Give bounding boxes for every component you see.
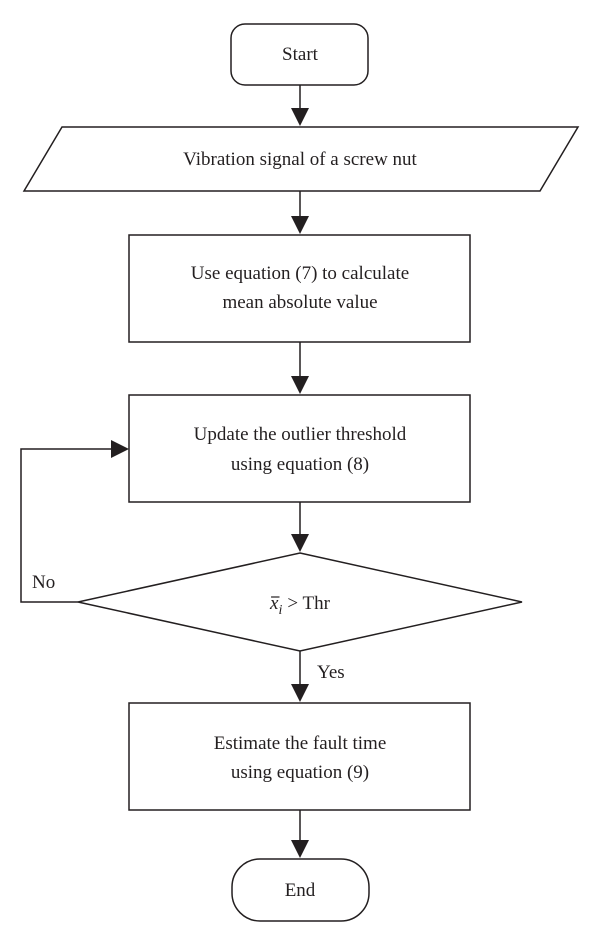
update-threshold-node: Update the outlier threshold using equat… [128, 394, 471, 503]
yes-label: Yes [317, 662, 345, 683]
step2-line1: Update the outlier threshold [194, 424, 407, 445]
input-label: Vibration signal of a screw nut [183, 149, 417, 170]
step1-line1: Use equation (7) to calculate [191, 263, 409, 284]
estimate-fault-time-node: Estimate the fault time using equation (… [128, 702, 471, 811]
arrow-step2-to-decision [291, 502, 309, 552]
input-node: Vibration signal of a screw nut [22, 126, 580, 192]
step3-line2: using equation (9) [231, 762, 369, 783]
arrow-step1-to-step2 [291, 342, 309, 394]
decision-condition: xi > Thr [269, 593, 331, 618]
start-node: Start [230, 23, 369, 86]
step3-line1: Estimate the fault time [214, 733, 387, 754]
mean-absolute-value-node: Use equation (7) to calculate mean absol… [128, 234, 471, 343]
end-label: End [285, 880, 316, 901]
step2-line2: using equation (8) [231, 454, 369, 475]
arrow-start-to-input [291, 85, 309, 126]
arrow-yes: Yes [291, 651, 345, 702]
arrow-step3-to-end [291, 810, 309, 858]
decision-variable: x [269, 593, 279, 614]
arrow-no-loop: No [20, 440, 129, 603]
decision-node: xi > Thr [77, 552, 523, 652]
decision-subscript: i [278, 603, 282, 618]
decision-operator: > Thr [287, 593, 330, 614]
arrow-input-to-step1 [291, 191, 309, 234]
step1-line2: mean absolute value [222, 292, 377, 313]
end-node: End [231, 858, 370, 922]
no-label: No [32, 572, 55, 593]
start-label: Start [282, 44, 319, 65]
